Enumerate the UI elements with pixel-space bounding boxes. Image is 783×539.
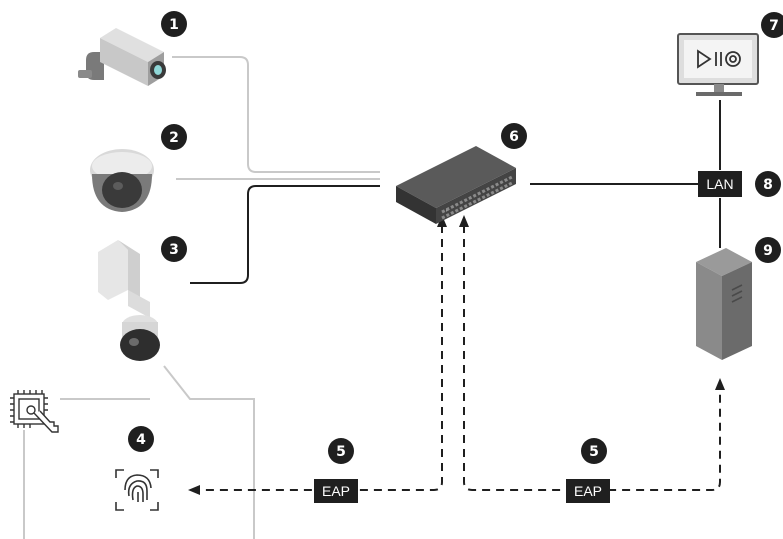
badge-3-text: 3 bbox=[169, 242, 179, 258]
camera-callout bbox=[23, 365, 255, 539]
badge-5-right-text: 5 bbox=[589, 444, 599, 460]
eap-label-right-text: EAP bbox=[574, 483, 602, 499]
lan-label-text: LAN bbox=[706, 176, 733, 192]
badge-1: 1 bbox=[161, 11, 187, 37]
eap-links bbox=[198, 225, 721, 491]
badge-9: 9 bbox=[755, 237, 781, 263]
dome-camera-icon bbox=[90, 149, 154, 212]
eap-link-left bbox=[198, 225, 443, 491]
badge-5-left-text: 5 bbox=[336, 444, 346, 460]
lan-label: LAN bbox=[698, 171, 742, 197]
fingerprint-scan-icon bbox=[115, 469, 159, 511]
lan-lines bbox=[530, 100, 721, 248]
badge-4-text: 4 bbox=[136, 432, 146, 448]
eap-label-left: EAP bbox=[314, 479, 358, 503]
cable-camera-1 bbox=[172, 56, 380, 173]
badge-5-left: 5 bbox=[328, 438, 354, 464]
camera-cables bbox=[172, 56, 380, 284]
badge-7: 7 bbox=[761, 12, 783, 38]
eap-link-right bbox=[463, 225, 721, 491]
badge-3: 3 bbox=[161, 236, 187, 262]
ptz-camera-icon bbox=[98, 240, 160, 361]
badge-2-text: 2 bbox=[169, 130, 179, 146]
cable-camera-3 bbox=[190, 185, 380, 284]
eap-label-right: EAP bbox=[566, 479, 610, 503]
network-switch-icon bbox=[396, 146, 516, 224]
badge-7-text: 7 bbox=[769, 18, 779, 34]
eap-arrowheads bbox=[188, 215, 725, 495]
eap-label-left-text: EAP bbox=[322, 483, 350, 499]
badge-4: 4 bbox=[128, 426, 154, 452]
badge-6-text: 6 bbox=[509, 129, 519, 145]
secure-chip-key-icon bbox=[10, 390, 59, 433]
arrowhead-to-switch-right bbox=[459, 215, 469, 227]
server-tower-icon bbox=[696, 248, 752, 360]
badge-8-text: 8 bbox=[763, 177, 773, 193]
arrowhead-to-server bbox=[715, 378, 725, 390]
badge-8: 8 bbox=[755, 171, 781, 197]
badge-2: 2 bbox=[161, 124, 187, 150]
badge-5-right: 5 bbox=[581, 438, 607, 464]
arrowhead-to-fingerprint bbox=[188, 485, 200, 495]
monitor-playback-icon bbox=[677, 33, 759, 96]
number-badges: 1 2 3 4 5 5 6 7 bbox=[128, 11, 783, 464]
badge-6: 6 bbox=[501, 123, 527, 149]
badge-9-text: 9 bbox=[763, 243, 773, 259]
box-camera-icon bbox=[78, 28, 166, 86]
badge-1-text: 1 bbox=[169, 17, 179, 33]
